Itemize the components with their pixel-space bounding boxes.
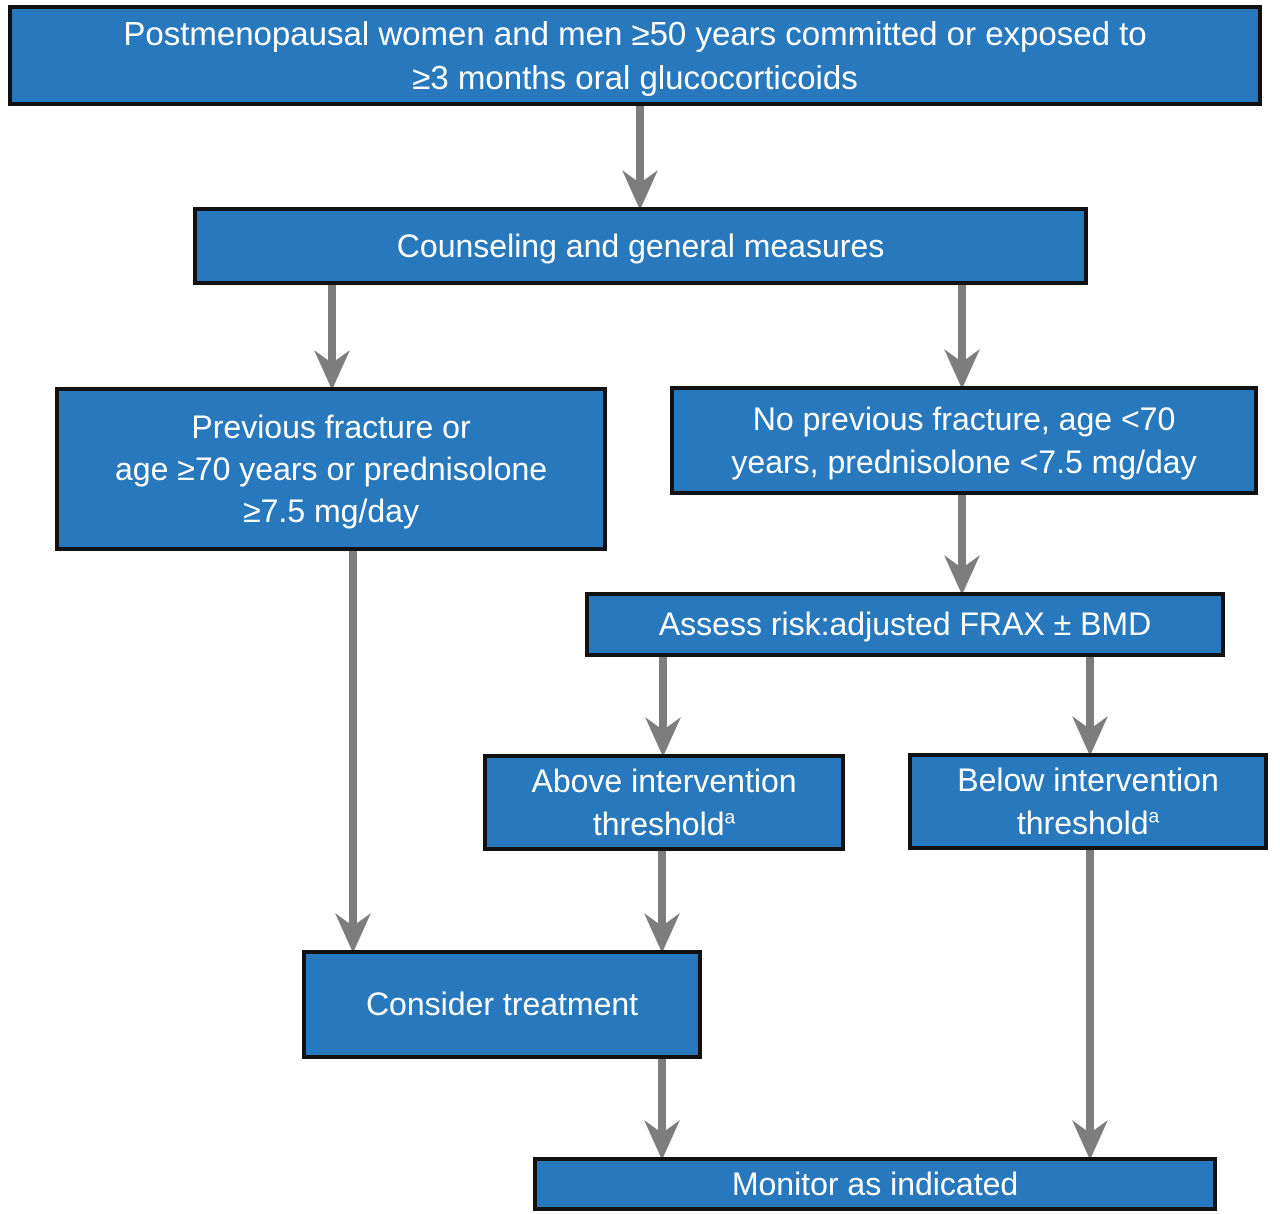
node-text-line: Assess risk:adjusted FRAX ± BMD [658, 606, 1152, 643]
arrow-consider-monitor [644, 1057, 680, 1160]
node-text-line: Previous fracture or [191, 408, 471, 445]
node-text-line: thresholda [592, 805, 736, 842]
arrow-counseling-no_previous [944, 283, 980, 389]
node-text-line: Above intervention [531, 763, 797, 800]
node-population-criteria: Postmenopausal women and men ≥50 years c… [8, 5, 1262, 106]
node-text-line: thresholda [1016, 804, 1160, 841]
node-text-line: Monitor as indicated [731, 1165, 1019, 1202]
arrow-above-consider [644, 849, 680, 953]
node-consider-treatment: Consider treatment [302, 950, 702, 1059]
arrow-population-counseling [622, 104, 658, 210]
node-above-intervention-threshold: Above intervention thresholda [483, 754, 845, 851]
arrow-below-monitor [1072, 848, 1108, 1160]
node-text-line: years, prednisolone <7.5 mg/day [731, 443, 1197, 480]
arrow-counseling-previous [314, 283, 350, 390]
node-monitor-as-indicated: Monitor as indicated [533, 1157, 1217, 1211]
node-text-line: No previous fracture, age <70 [752, 401, 1176, 438]
arrow-previous-consider [335, 549, 371, 953]
node-below-intervention-threshold: Below intervention thresholda [908, 753, 1268, 850]
node-text-line: Below intervention [957, 762, 1219, 799]
node-assess-risk: Assess risk:adjusted FRAX ± BMD [585, 592, 1225, 657]
node-text-line: Consider treatment [365, 986, 639, 1023]
node-text-line: ≥3 months oral glucocorticoids [412, 58, 858, 96]
arrow-no_previous-assess [944, 493, 980, 595]
arrow-assess-above [645, 655, 681, 757]
node-text-line: ≥7.5 mg/day [243, 493, 419, 530]
node-counseling: Counseling and general measures [193, 207, 1088, 285]
node-previous-fracture: Previous fracture or age ≥70 years or pre… [55, 387, 607, 551]
node-text-line: age ≥70 years or prednisolone [114, 450, 548, 487]
node-no-previous-fracture: No previous fracture, age <70 years, pred… [670, 386, 1258, 495]
arrow-assess-below [1072, 655, 1108, 756]
node-text-line: Counseling and general measures [396, 227, 885, 264]
node-text-line: Postmenopausal women and men ≥50 years c… [123, 14, 1147, 52]
